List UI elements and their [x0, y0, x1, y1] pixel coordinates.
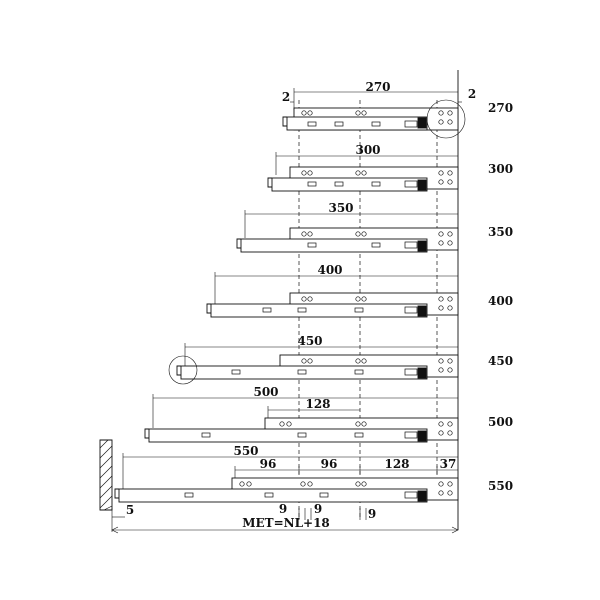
- drawer-slide-450: [168, 343, 459, 385]
- drawer-slide-300: [267, 152, 459, 192]
- dim-550-b: 96: [321, 457, 338, 471]
- side-label-500: 500: [488, 415, 513, 429]
- top-right-gap: 2: [468, 87, 476, 101]
- bottom-nine-c: 9: [368, 507, 376, 521]
- dim-500-spacing: 128: [305, 397, 330, 411]
- drawer-500-length: 500: [253, 385, 278, 399]
- drawer-slide-270: [282, 88, 466, 139]
- drawer-300-length: 300: [355, 143, 380, 157]
- side-label-350: 350: [488, 225, 513, 239]
- dim-550-a: 96: [260, 457, 277, 471]
- detail-circle: [426, 99, 466, 139]
- side-label-550: 550: [488, 479, 513, 493]
- top-left-gap: 2: [282, 90, 290, 104]
- side-label-300: 300: [488, 162, 513, 176]
- bottom-nine-a: 9: [279, 502, 287, 516]
- cabinet-wall: [99, 439, 113, 511]
- bottom-left-offset: 5: [126, 503, 134, 517]
- drawer-slide-400: [206, 272, 459, 318]
- detail-circle: [168, 355, 198, 385]
- bottom-formula: MET=NL+18: [242, 516, 330, 530]
- bottom-nine-b: 9: [314, 502, 322, 516]
- drawer-450-length: 450: [297, 334, 322, 348]
- dim-550-c: 128: [384, 457, 409, 471]
- drawer-550-length: 550: [233, 444, 258, 458]
- side-label-270: 270: [488, 101, 513, 115]
- drawer-slide-500: [144, 394, 459, 443]
- drawer-slide-350: [236, 210, 459, 253]
- drawer-270-length: 270: [365, 80, 390, 94]
- drawer-400-length: 400: [317, 263, 342, 277]
- side-label-400: 400: [488, 294, 513, 308]
- dim-550-end: 37: [440, 457, 457, 471]
- side-label-450: 450: [488, 354, 513, 368]
- drawer-350-length: 350: [328, 201, 353, 215]
- drawer-slide-550: [114, 453, 459, 503]
